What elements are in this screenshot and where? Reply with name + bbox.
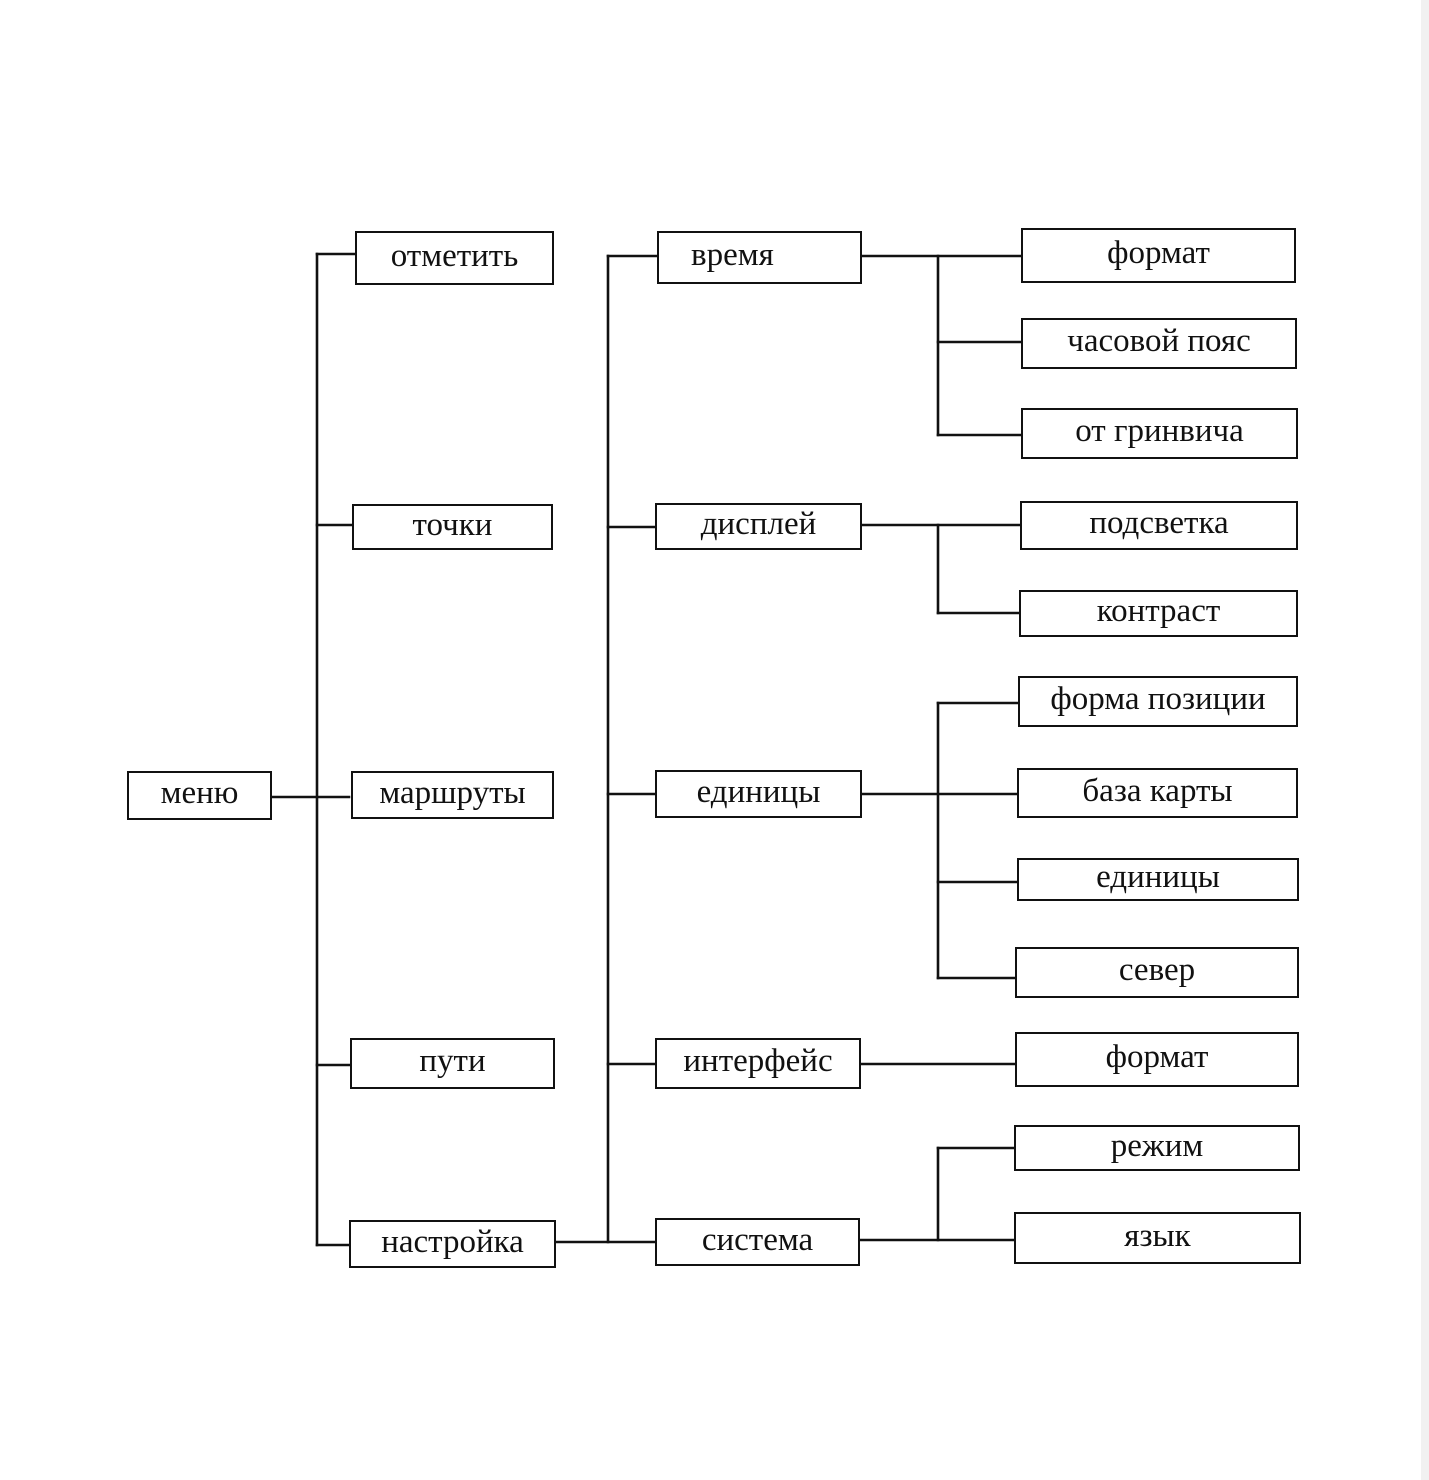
node-level3-edinitsy: единицы xyxy=(1017,858,1299,901)
node-level2-vremya: время xyxy=(657,231,862,284)
node-level2-sistema: система xyxy=(655,1218,860,1266)
node-level3-format-interfeys: формат xyxy=(1015,1032,1299,1087)
node-level1-marshruty: маршруты xyxy=(351,771,554,819)
node-root-menu: меню xyxy=(127,771,272,820)
node-level1-nastroyka: настройка xyxy=(349,1220,556,1268)
node-level3-yazyk: язык xyxy=(1014,1212,1301,1264)
node-level1-tochki: точки xyxy=(352,504,553,550)
node-level1-otmetit: отметить xyxy=(355,231,554,285)
node-level2-edinitsy: единицы xyxy=(655,770,862,818)
scan-edge xyxy=(1421,0,1429,1480)
node-level3-podsvetka: подсветка xyxy=(1020,501,1298,550)
node-level3-chasovoy-poyas: часовой пояс xyxy=(1021,318,1297,369)
node-level3-format-vremya: формат xyxy=(1021,228,1296,283)
node-level2-displey: дисплей xyxy=(655,503,862,550)
node-level2-interfeys: интерфейс xyxy=(655,1038,861,1089)
node-level3-ot-grinvicha: от гринвича xyxy=(1021,408,1298,459)
node-level3-kontrast: контраст xyxy=(1019,590,1298,637)
node-level3-forma-pozitsii: форма позиции xyxy=(1018,676,1298,727)
node-level3-sever: север xyxy=(1015,947,1299,998)
node-level3-rezhim: режим xyxy=(1014,1125,1300,1171)
node-level1-puti: пути xyxy=(350,1038,555,1089)
node-level3-baza-karty: база карты xyxy=(1017,768,1298,818)
